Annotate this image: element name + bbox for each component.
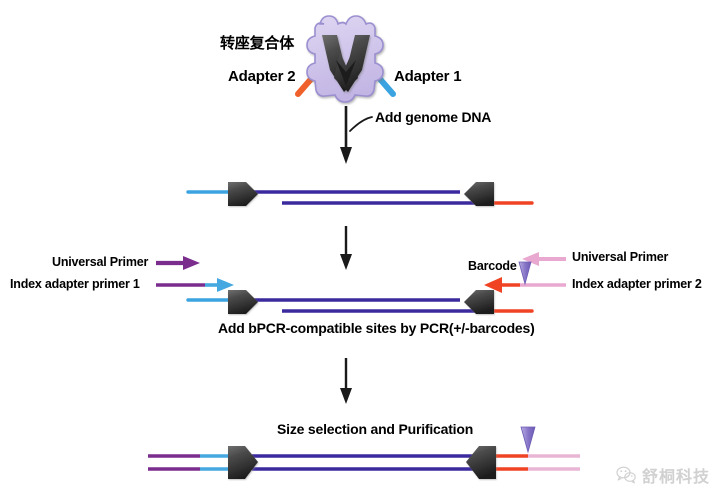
wechat-icon bbox=[616, 466, 636, 484]
final-transposase-right bbox=[466, 446, 496, 479]
primers-right bbox=[484, 252, 566, 293]
arrow-to-size-selection bbox=[340, 358, 352, 404]
stage-tagmented-dna bbox=[186, 182, 534, 206]
transposase-right bbox=[464, 182, 494, 206]
watermark-text: 舒桐科技 bbox=[641, 467, 710, 486]
index-adapter-primer-1-label: Index adapter primer 1 bbox=[10, 277, 140, 291]
final-transposase-left bbox=[228, 446, 258, 479]
stage-final-library bbox=[148, 426, 580, 479]
universal-primer-right-arrow-head bbox=[522, 252, 539, 266]
transposome-label: 转座复合体 bbox=[220, 35, 295, 52]
add-genome-dna-label: Add genome DNA bbox=[375, 109, 492, 125]
universal-primer-left-arrow-head bbox=[183, 256, 200, 270]
pcr-transposase-right bbox=[464, 290, 494, 314]
pcr-transposase-left bbox=[228, 290, 258, 314]
barcode-triangle-icon bbox=[518, 261, 532, 286]
primers-left bbox=[156, 256, 234, 292]
index-primer-1-arrow-head bbox=[217, 278, 234, 292]
final-barcode-triangle-icon bbox=[520, 426, 536, 454]
barcode-label: Barcode bbox=[468, 259, 517, 273]
stage-transposome bbox=[295, 15, 396, 103]
size-selection-label: Size selection and Purification bbox=[277, 421, 474, 437]
adapter-1-label: Adapter 1 bbox=[394, 68, 462, 85]
transposase-left bbox=[228, 182, 258, 206]
universal-primer-right-label: Universal Primer bbox=[572, 250, 669, 264]
universal-primer-left-label: Universal Primer bbox=[52, 255, 149, 269]
transposase-wedge-icon bbox=[322, 35, 370, 92]
watermark: 舒桐科技 bbox=[616, 463, 710, 487]
arrow-to-pcr bbox=[340, 226, 352, 270]
index-adapter-primer-2-label: Index adapter primer 2 bbox=[572, 277, 702, 291]
index-primer-2-arrow-head bbox=[484, 277, 502, 293]
pcr-step-label: Add bPCR-compatible sites by PCR(+/-barc… bbox=[218, 320, 535, 336]
stage-pcr-product bbox=[186, 290, 534, 314]
adapter-2-label: Adapter 2 bbox=[228, 68, 296, 85]
curved-pointer-icon bbox=[349, 116, 373, 132]
arrow-add-genome-dna bbox=[340, 106, 373, 164]
